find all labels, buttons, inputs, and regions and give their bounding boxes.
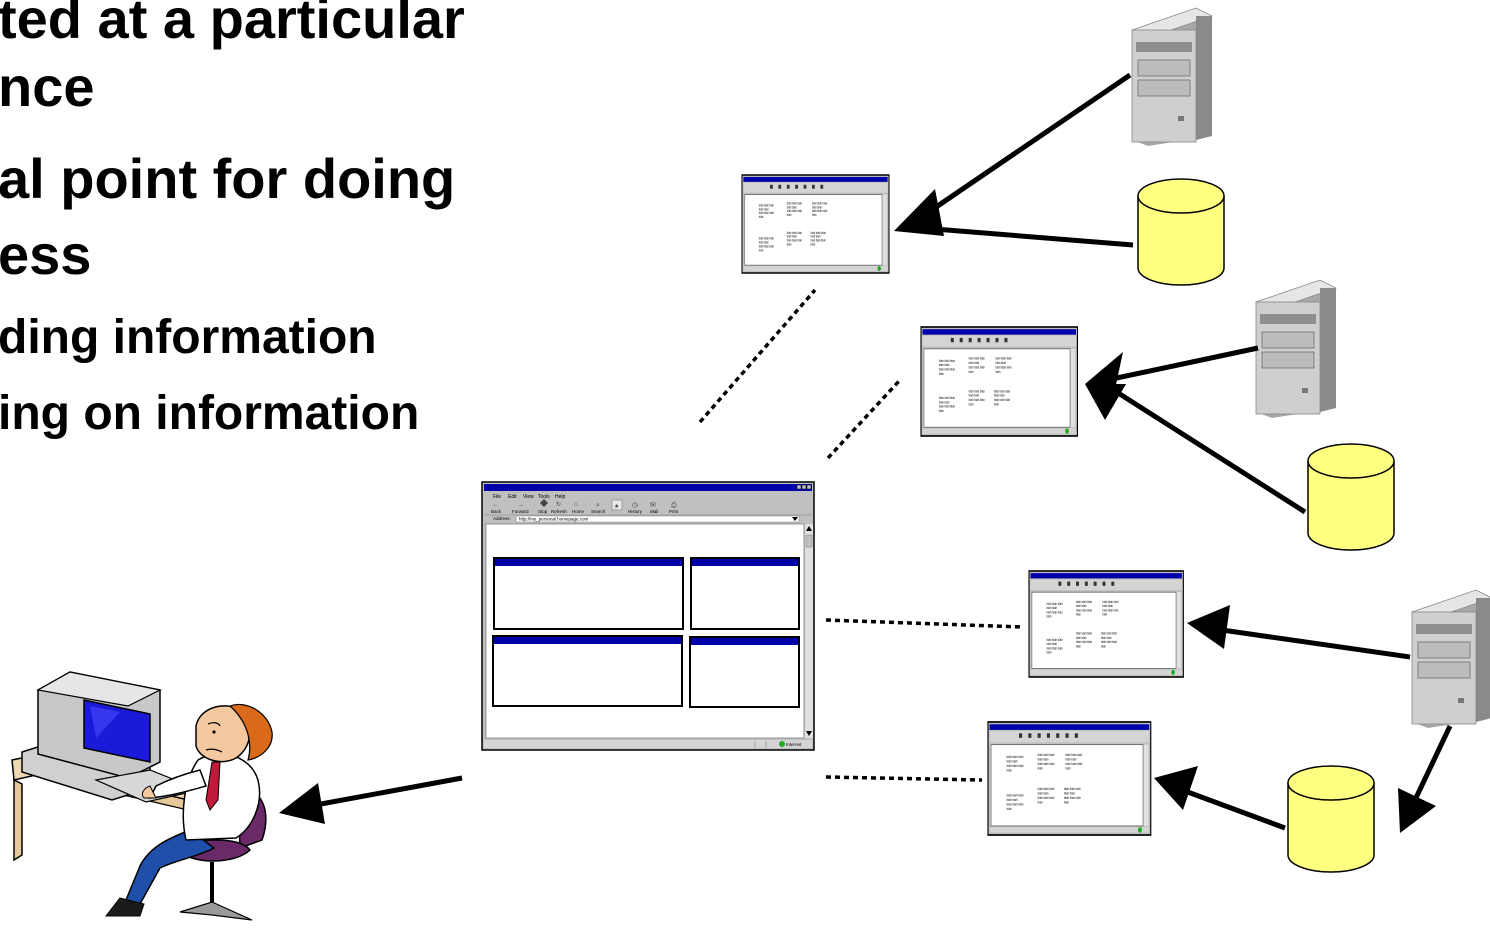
forward-icon: → <box>518 502 524 508</box>
status-bar <box>484 740 812 748</box>
portlet-2 <box>690 557 800 630</box>
bullet-line-3: al point for doing <box>0 147 456 210</box>
search-icon: ⌕ <box>596 502 600 509</box>
menu-view[interactable]: View <box>523 494 534 500</box>
toolbar-history[interactable]: History <box>628 509 643 514</box>
toolbar-home[interactable]: Home <box>572 509 585 514</box>
main-title-bar <box>484 484 812 491</box>
bullet-line-2: nce <box>0 55 95 118</box>
main-browser-window: File Edit View Tools Help ← → ↻ ⌂ ⌕ ★ ◷ … <box>481 481 815 751</box>
server-icon <box>1411 589 1490 729</box>
scroll-up-icon[interactable] <box>806 526 812 531</box>
chevron-down-icon[interactable] <box>792 517 798 521</box>
globe-icon <box>779 741 785 747</box>
bullet-sub-1: ding information <box>0 311 377 364</box>
portlet-3 <box>492 635 683 707</box>
address-field[interactable] <box>515 515 800 523</box>
bullet-sub-2: ing on information <box>0 387 420 440</box>
menu-help[interactable]: Help <box>555 494 566 500</box>
server-icon <box>1131 7 1213 147</box>
source-browser-3 <box>1028 570 1185 678</box>
stop-icon <box>540 499 548 507</box>
toolbar-forward[interactable]: Forward <box>512 509 529 514</box>
server-icon <box>1255 279 1337 419</box>
source-browser-2 <box>920 326 1079 437</box>
menu-tools[interactable]: Tools <box>538 494 550 500</box>
print-icon: ⎙ <box>671 502 677 509</box>
user-at-computer-icon <box>11 671 273 921</box>
favorites-icon: ★ <box>614 503 619 510</box>
source-browser-4 <box>987 721 1152 836</box>
toolbar-mail[interactable]: Mail <box>650 509 658 514</box>
refresh-icon: ↻ <box>556 501 561 508</box>
scrollbar[interactable] <box>805 524 813 738</box>
toolbar-search[interactable]: Search <box>591 509 606 514</box>
menu-file[interactable]: File <box>493 494 501 500</box>
toolbar-print[interactable]: Print <box>669 509 679 514</box>
home-icon: ⌂ <box>574 502 578 508</box>
mail-icon: ✉ <box>650 502 656 509</box>
portlet-1 <box>493 557 684 630</box>
scrollbar-thumb[interactable] <box>805 534 813 548</box>
database-icon <box>1307 443 1395 551</box>
toolbar-icons: ← → ↻ ⌂ ⌕ ★ ◷ ✉ ⎙ <box>493 499 677 511</box>
toolbar-refresh[interactable]: Refresh <box>551 509 567 514</box>
database-icon <box>1287 765 1375 873</box>
history-icon: ◷ <box>632 502 638 509</box>
status-zone: Internet <box>786 742 802 747</box>
portlet-4 <box>689 636 800 708</box>
bullet-line-1: ted at a particular <box>0 0 465 50</box>
address-label: Address: <box>493 516 511 521</box>
toolbar-back[interactable]: Back <box>491 509 502 514</box>
menu-edit[interactable]: Edit <box>508 494 517 500</box>
source-browser-1 <box>741 174 890 274</box>
address-value: http://my_personal.homepage.com <box>519 517 589 522</box>
toolbar-stop[interactable]: Stop <box>538 509 548 514</box>
database-icon <box>1137 178 1225 286</box>
scroll-down-icon[interactable] <box>806 731 812 736</box>
bullet-line-4: ess <box>0 223 92 286</box>
back-icon: ← <box>493 502 499 508</box>
